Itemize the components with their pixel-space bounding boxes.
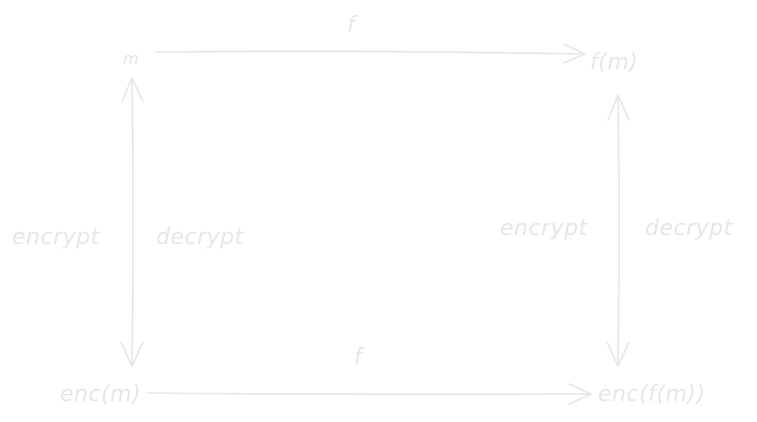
arrow-bottom <box>147 383 592 405</box>
node-enc-of-f-of-m: enc(f(m)) <box>598 382 706 407</box>
node-m: m <box>123 49 139 68</box>
edge-label-right-encrypt: encrypt <box>500 216 589 241</box>
arrow-right-vertical <box>606 94 630 367</box>
node-enc-of-m: enc(m) <box>60 382 141 407</box>
edge-label-bottom-f: f <box>354 345 365 370</box>
edge-label-top-f: f <box>347 13 358 38</box>
edge-label-left-encrypt: encrypt <box>12 225 101 250</box>
arrow-top <box>155 43 586 64</box>
edge-label-left-decrypt: decrypt <box>156 225 245 250</box>
node-f-of-m: f(m) <box>590 50 638 75</box>
arrow-left-vertical <box>120 77 144 367</box>
edge-label-right-decrypt: decrypt <box>645 216 734 241</box>
